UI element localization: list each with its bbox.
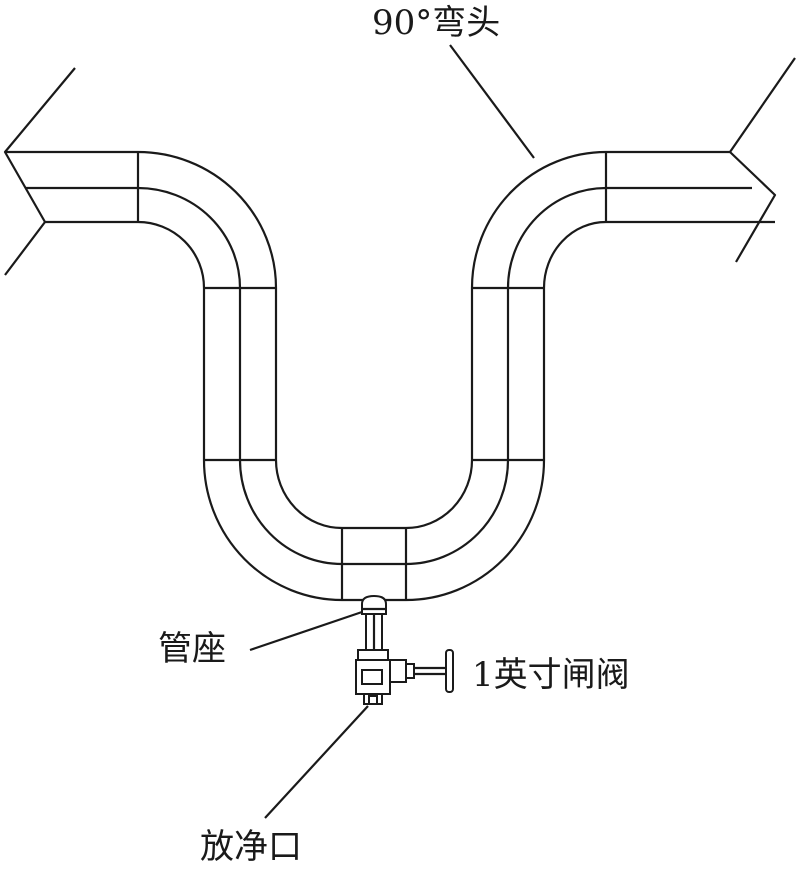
gate-valve-label: 1英寸闸阀 bbox=[472, 655, 630, 695]
left-vertical-pipe bbox=[202, 286, 278, 462]
pipe-seat-leader-line bbox=[249, 610, 363, 652]
right-vertical-pipe bbox=[470, 286, 546, 462]
right-top-elbow bbox=[470, 150, 607, 289]
elbow-label: 90°弯头 bbox=[372, 3, 501, 43]
gate-valve bbox=[355, 649, 454, 705]
left-top-elbow bbox=[137, 150, 278, 289]
right-break-symbol bbox=[728, 57, 796, 263]
pipe-seat bbox=[361, 594, 387, 653]
bottom-center-pipe bbox=[340, 526, 408, 602]
right-horizontal-pipe bbox=[604, 150, 775, 224]
left-horizontal-pipe bbox=[5, 150, 140, 224]
right-bottom-elbow bbox=[405, 459, 546, 602]
elbow-leader-line bbox=[449, 44, 535, 159]
drain-outlet-leader-line bbox=[264, 705, 369, 819]
drain-outlet-label: 放净口 bbox=[200, 827, 302, 867]
drain-outlet bbox=[368, 695, 378, 705]
left-bottom-elbow bbox=[202, 459, 343, 602]
left-break-symbol bbox=[3, 67, 76, 276]
pipe-seat-label: 管座 bbox=[158, 629, 226, 669]
